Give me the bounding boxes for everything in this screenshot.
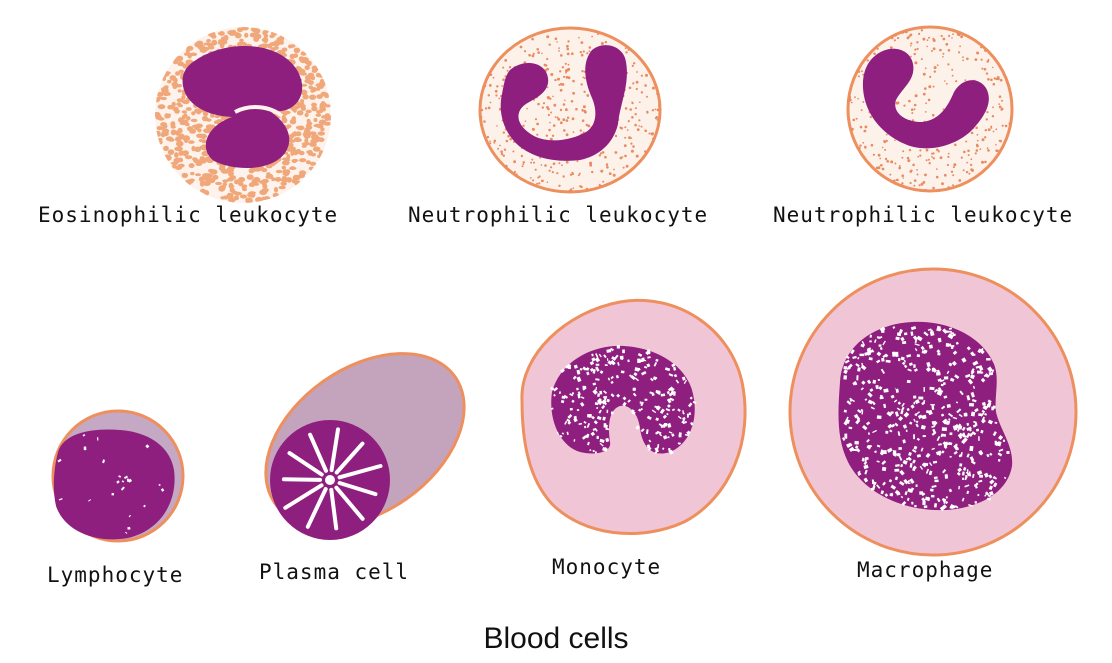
label-monocyte: Monocyte xyxy=(552,555,661,579)
label-eosinophil: Eosinophilic leukocyte xyxy=(38,203,338,227)
label-lymphocyte: Lymphocyte xyxy=(47,563,183,587)
neutrophil-cell-2 xyxy=(848,27,1012,192)
macrophage-cell xyxy=(790,269,1076,555)
lymphocyte-cell xyxy=(53,411,183,541)
label-macrophage: Macrophage xyxy=(857,558,993,582)
label-neutrophil-1: Neutrophilic leukocyte xyxy=(408,203,708,227)
eosinophil-cell xyxy=(153,26,333,203)
macrophage-nucleolus xyxy=(885,362,907,388)
lymphocyte-nucleus xyxy=(54,430,175,540)
plasma-cell xyxy=(234,318,497,562)
neutrophil-cell-1 xyxy=(480,28,661,192)
monocyte-cell xyxy=(522,300,745,533)
label-plasma-cell: Plasma cell xyxy=(259,560,409,584)
label-neutrophil-2: Neutrophilic leukocyte xyxy=(773,203,1073,227)
figure-caption: Blood cells xyxy=(0,622,1112,656)
